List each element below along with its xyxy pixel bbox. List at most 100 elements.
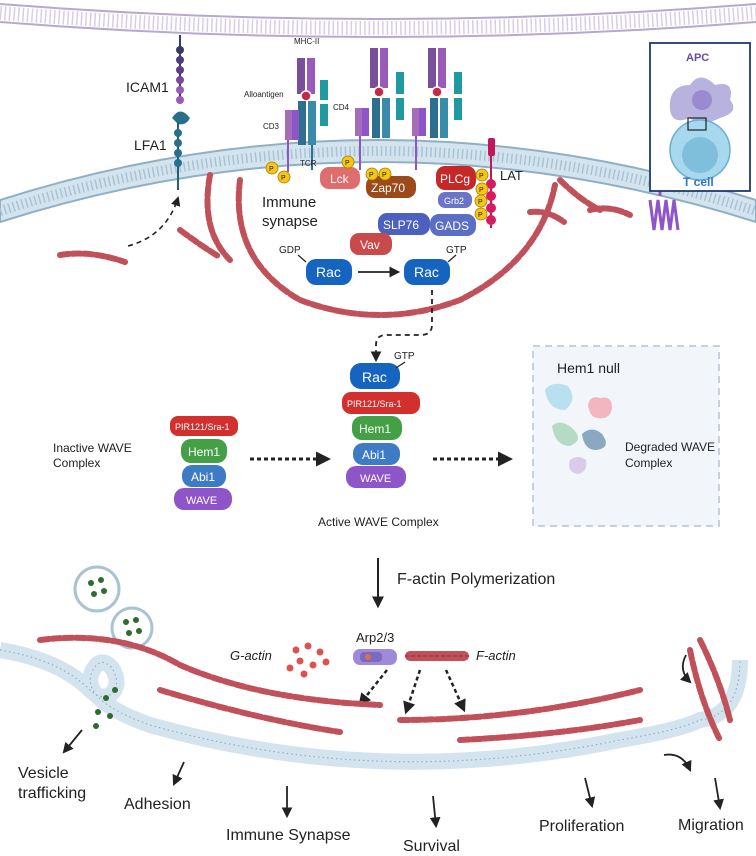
phospho-label-7: P — [479, 187, 484, 194]
g-actin-monomers — [286, 642, 330, 678]
signaling-cluster — [320, 166, 476, 255]
tcr-label: TCR — [300, 159, 317, 168]
synapse-actin-ring — [57, 172, 633, 318]
slp76-label: SLP76 — [383, 218, 419, 232]
phospho-label-8: P — [478, 199, 483, 206]
migration-label: Migration — [678, 817, 744, 834]
phospho-group — [265, 155, 489, 221]
t-cell-membrane — [0, 139, 756, 224]
inactive-abi1-label: Abi1 — [191, 470, 215, 484]
phospho-label-1: P — [269, 166, 274, 173]
g-actin-label: G-actin — [230, 648, 272, 663]
apc-label: APC — [686, 52, 709, 64]
alloantigen-label: Alloantigen — [244, 90, 284, 99]
vav-node — [350, 233, 392, 255]
migration-curve-arrow — [663, 753, 692, 772]
inactive-hem1-label: Hem1 — [188, 445, 220, 459]
inactive-wave-complex — [170, 416, 238, 510]
phospho-label-2: P — [281, 175, 286, 182]
active-wave-complex — [342, 361, 420, 488]
grb2-node — [438, 192, 472, 208]
survival-arrow — [429, 795, 441, 829]
inactive-complex-label-2: Complex — [53, 456, 100, 470]
gtp-label-active: GTP — [394, 351, 415, 362]
zap70-node — [366, 176, 416, 198]
survival-label: Survival — [403, 838, 460, 855]
gads-label: GADS — [435, 219, 469, 233]
zap70-label: Zap70 — [371, 181, 405, 195]
bottom-membrane — [0, 642, 748, 770]
adhesion-arrow — [172, 761, 185, 786]
cortical-actin — [37, 634, 733, 743]
phospho-label-5: P — [382, 172, 387, 179]
active-abi1-label: Abi1 — [362, 448, 386, 462]
cd3-label: CD3 — [263, 122, 280, 131]
rac-gtp-label: Rac — [414, 264, 439, 280]
lat-protein — [486, 138, 496, 228]
vesicle-arrow — [62, 729, 83, 754]
plcg-node — [436, 166, 476, 190]
degraded-label-2: Complex — [625, 456, 672, 470]
vesicle-label-2: trafficking — [18, 785, 86, 802]
secreted-vesicles — [93, 687, 118, 729]
lat-label: LAT — [500, 168, 523, 183]
inactive-wave-label: WAVE — [186, 495, 217, 507]
rac-gdp-node — [297, 254, 352, 285]
active-pir121-label: PIR121/Sra-1 — [347, 399, 402, 409]
proliferation-arrow — [584, 777, 596, 809]
inactive-pir121-label: PIR121/Sra-1 — [175, 422, 230, 432]
gdp-label: GDP — [279, 245, 301, 256]
rac-gdp-label: Rac — [316, 264, 341, 280]
phospho-label-4: P — [369, 172, 374, 179]
immune-synapse-label-1: Immune — [262, 194, 316, 211]
rac-gtp-node — [404, 254, 457, 285]
migration-curve-arrow-2 — [680, 654, 692, 684]
lfa1-dashed-arrow — [127, 196, 181, 247]
inactive-complex-label-1: Inactive WAVE — [53, 441, 132, 455]
outcome-arrow-mid — [403, 669, 422, 715]
migration-arrow — [713, 777, 724, 811]
slp76-node — [378, 213, 430, 235]
immune-synapse-outcome-label: Immune Synapse — [226, 827, 351, 844]
apc-tcell-inset — [649, 42, 751, 192]
mhc-tcr-complex-1 — [285, 58, 328, 172]
cd4-label: CD4 — [333, 103, 350, 112]
arp23-complex — [353, 649, 397, 665]
mhc2-label: MHC-II — [294, 37, 319, 46]
phospho-label-9: P — [478, 212, 483, 219]
f-actin-polymerization-label: F-actin Polymerization — [397, 571, 555, 588]
adhesion-label: Adhesion — [124, 796, 191, 813]
arp23-label: Arp2/3 — [356, 630, 394, 645]
mhc-tcr-complex-2 — [355, 48, 404, 170]
lck-node — [320, 167, 360, 189]
f-actin-label: F-actin — [476, 648, 516, 663]
active-hem1-label: Hem1 — [359, 422, 391, 436]
mhc-tcr-complex-3 — [412, 48, 462, 170]
phospho-label-3: P — [345, 160, 350, 167]
icam1-label: ICAM1 — [126, 79, 169, 95]
lfa1-label: LFA1 — [134, 137, 167, 153]
icam1-lfa1-pair — [172, 35, 190, 190]
proliferation-label: Proliferation — [539, 818, 624, 835]
grb2-label: Grb2 — [444, 196, 464, 206]
active-rac-label: Rac — [362, 369, 387, 385]
hem1-null-label: Hem1 null — [557, 360, 620, 376]
degraded-label-1: Degraded WAVE — [625, 440, 715, 454]
vesicles — [73, 565, 154, 650]
phospho-label-6: P — [479, 173, 484, 180]
vesicle-label-1: Vesicle — [18, 765, 69, 782]
gads-node — [430, 214, 476, 236]
rac-to-complex-arrow — [370, 290, 433, 363]
degraded-fragments — [545, 383, 612, 474]
gtp-label-top: GTP — [446, 245, 467, 256]
outcome-arrow-right — [444, 669, 466, 713]
plcg-label: PLCg — [440, 172, 470, 186]
vav-label: Vav — [360, 238, 380, 252]
outcome-arrow-left — [358, 669, 388, 706]
lck-label: Lck — [330, 172, 350, 186]
active-wave-label: WAVE — [360, 473, 391, 485]
f-actin-filament — [405, 651, 469, 661]
apc-membrane — [0, 0, 756, 38]
t-cell-label: T cell — [683, 175, 714, 189]
